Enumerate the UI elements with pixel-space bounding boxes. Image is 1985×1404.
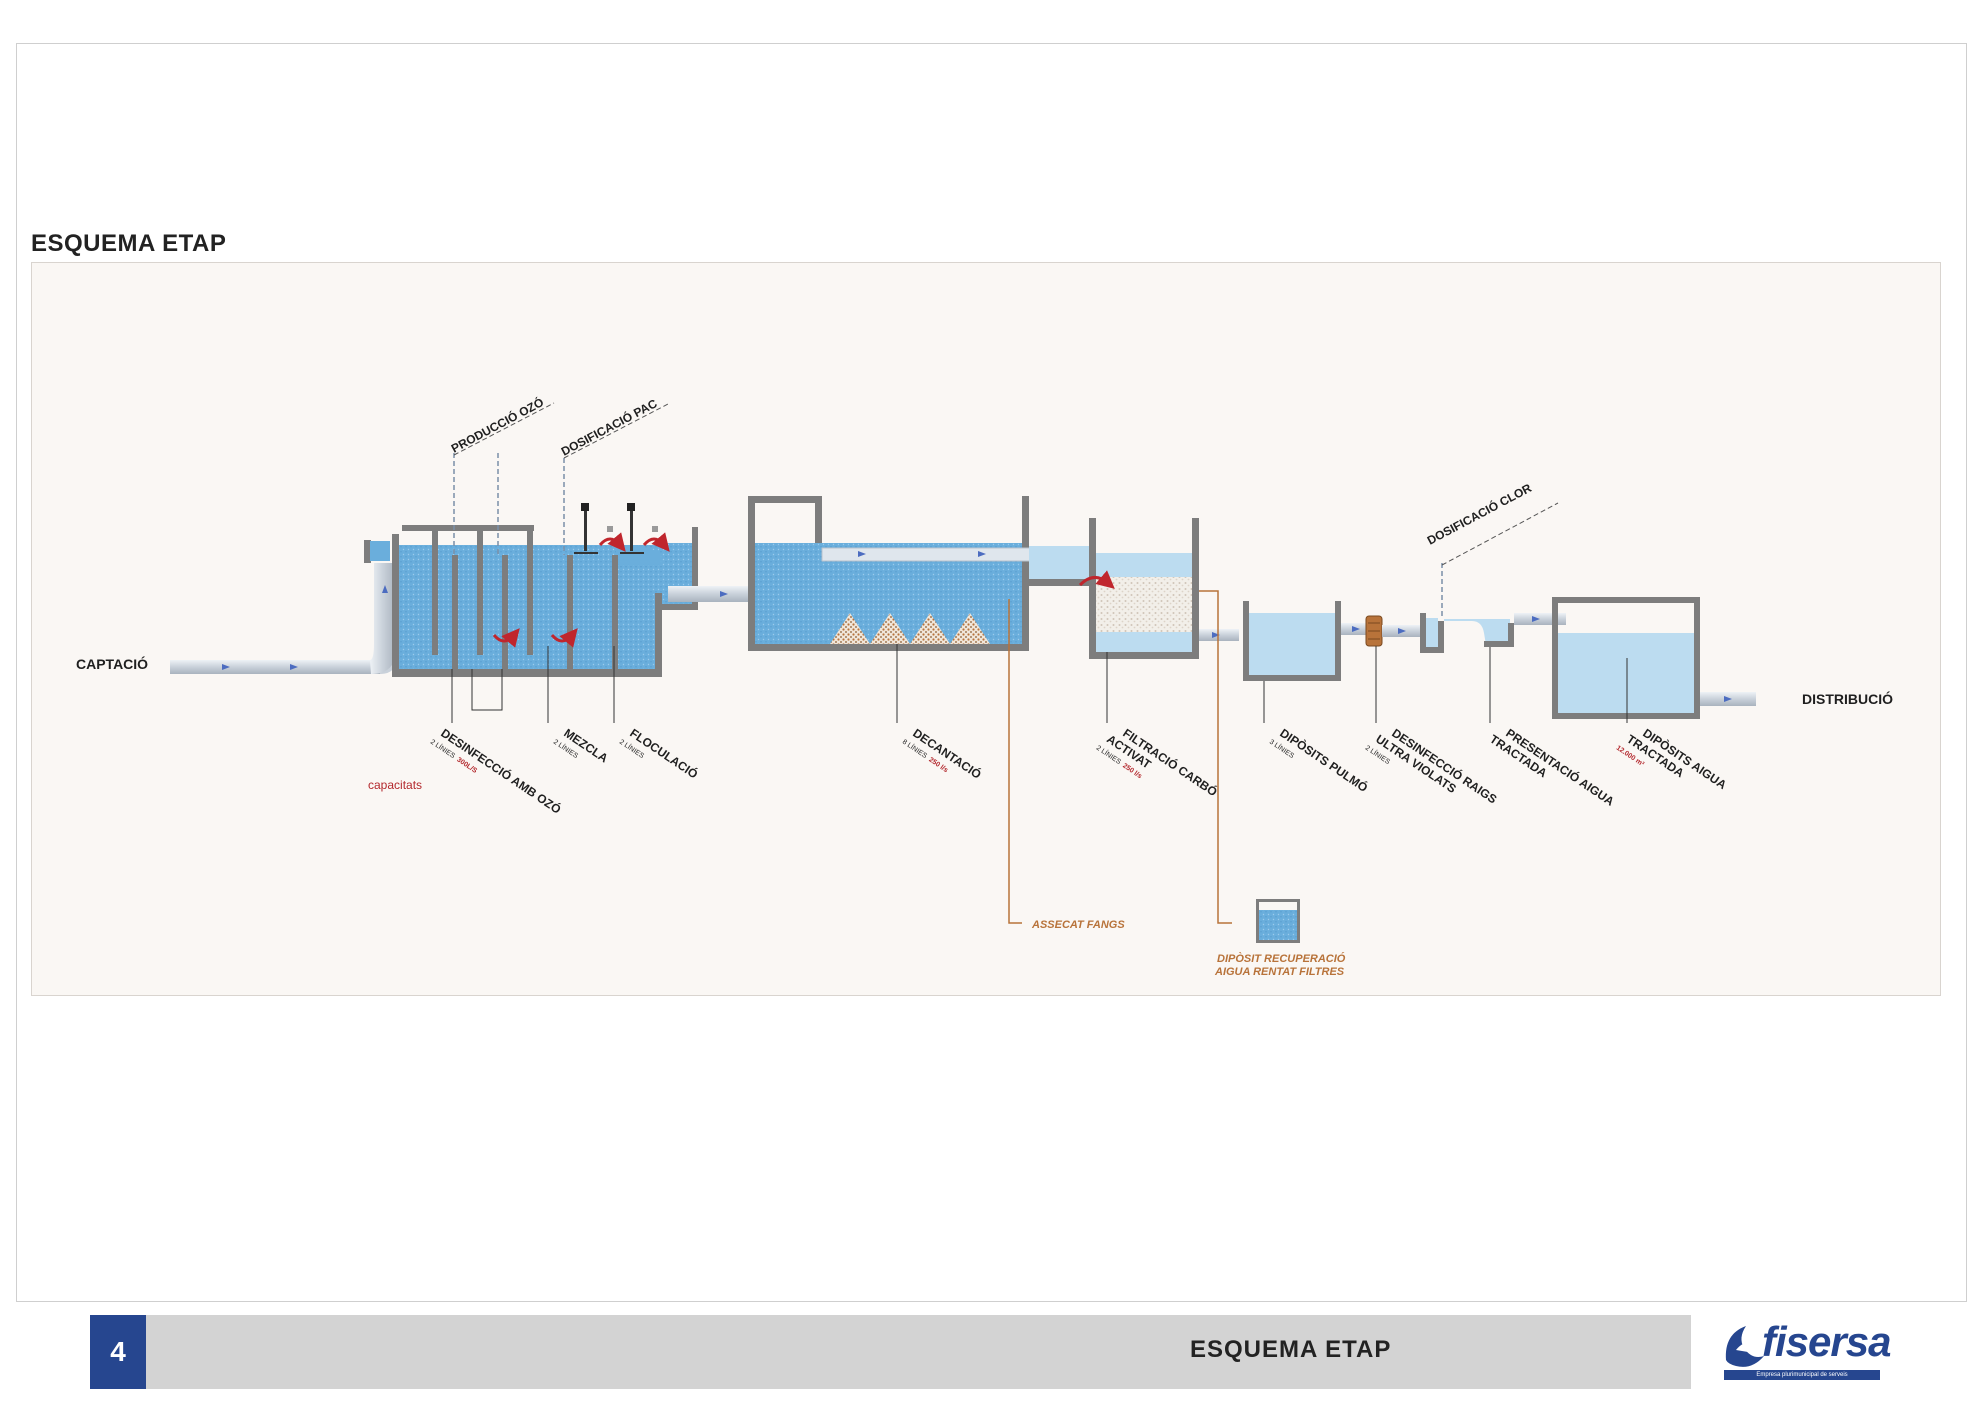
- presentation-basin: [1420, 563, 1566, 653]
- stage-mix-name: MEZCLA: [561, 726, 611, 766]
- sludge-line: [1008, 599, 1022, 924]
- logo-wordmark: fisersa: [1762, 1318, 1891, 1365]
- logo-subtitle: Empresa plurimunicipal de serveis: [1724, 1370, 1880, 1380]
- chlorine-dosing-callout: DOSIFICACIÓ CLOR: [1424, 480, 1559, 566]
- stage-presentation: PRESENTACIÓ AIGUA TRACTADA: [1487, 725, 1617, 809]
- page-number: 4: [90, 1315, 146, 1389]
- stage-decant: DECANTACIÓ 8 LÍNIES 250 l/s: [901, 725, 984, 782]
- logo-mark-icon: [1725, 1326, 1764, 1367]
- page-frame: [16, 43, 1967, 1302]
- pac-dosing-label: DOSIFICACIÓ PAC: [558, 395, 659, 458]
- outlet-label: DISTRIBUCIÓ: [1802, 690, 1893, 707]
- stage-pulmo: DIPÒSITS PULMÓ 3 LÍNIES: [1268, 725, 1371, 795]
- stage-storage: DIPÒSITS AIGUA TRACTADA 12.000 m³: [1615, 725, 1730, 792]
- ozone-production-label: PRODUCCIÓ OZÓ: [448, 394, 546, 455]
- stage-uv: DESINFECCIÓ RAIGS ULTRA VIOLATS 2 LÍNIES: [1364, 725, 1500, 806]
- inlet-pipe: [170, 563, 396, 674]
- ozone-production-callout: PRODUCCIÓ OZÓ: [448, 394, 555, 456]
- stage-ozone: DESINFECCIÓ AMB OZÓ 2 LÍNIES 300L/S: [429, 725, 564, 817]
- stage-carbon: FILTRACIÓ CARBÓ ACTIVAT 2 LÍNIES 250 l/s: [1095, 725, 1221, 799]
- diagram-panel: CAPTACIÓ: [31, 262, 1941, 996]
- channel-decant-carbon: [1029, 546, 1089, 586]
- storage-tank: [1552, 597, 1756, 719]
- etap-diagram: CAPTACIÓ: [76, 394, 1893, 978]
- pac-dosing-callout: DOSIFICACIÓ PAC: [558, 395, 671, 459]
- stage-mix: MEZCLA 2 LÍNIES: [552, 726, 611, 766]
- leader-lines: [451, 644, 1628, 723]
- inlet-label: CAPTACIÓ: [76, 655, 148, 672]
- uv-unit: [1365, 615, 1420, 647]
- stage-floc: FLOCULACIÓ 2 LÍNIES: [618, 725, 701, 781]
- page-title: ESQUEMA ETAP: [31, 230, 227, 257]
- footer-title: ESQUEMA ETAP: [1190, 1336, 1392, 1363]
- recovery-label-1: DIPÒSIT RECUPERACIÓ: [1217, 952, 1346, 965]
- stage-uv-name-1: DESINFECCIÓ RAIGS: [1389, 725, 1500, 806]
- footer-bar: [146, 1315, 1691, 1389]
- ozone-tank: [364, 453, 698, 677]
- stage-presentation-name-1: PRESENTACIÓ AIGUA: [1503, 725, 1617, 809]
- fisersa-logo: fisersa Empresa plurimunicipal de servei…: [1722, 1316, 1891, 1382]
- recovery-label-2: AIGUA RENTAT FILTRES: [1214, 966, 1345, 978]
- capacitats-label: capacitats: [368, 778, 422, 792]
- carbon-filter-tank: [1078, 518, 1239, 659]
- stage-ozone-name: DESINFECCIÓ AMB OZÓ: [438, 725, 564, 817]
- buffer-tank: [1243, 601, 1379, 681]
- stage-pulmo-name: DIPÒSITS PULMÓ: [1277, 725, 1371, 795]
- chlorine-dosing-label: DOSIFICACIÓ CLOR: [1424, 480, 1534, 548]
- sludge-drying-label: ASSECAT FANGS: [1031, 919, 1125, 931]
- recovery-line: [1199, 590, 1300, 943]
- decant-tank: [748, 496, 1038, 651]
